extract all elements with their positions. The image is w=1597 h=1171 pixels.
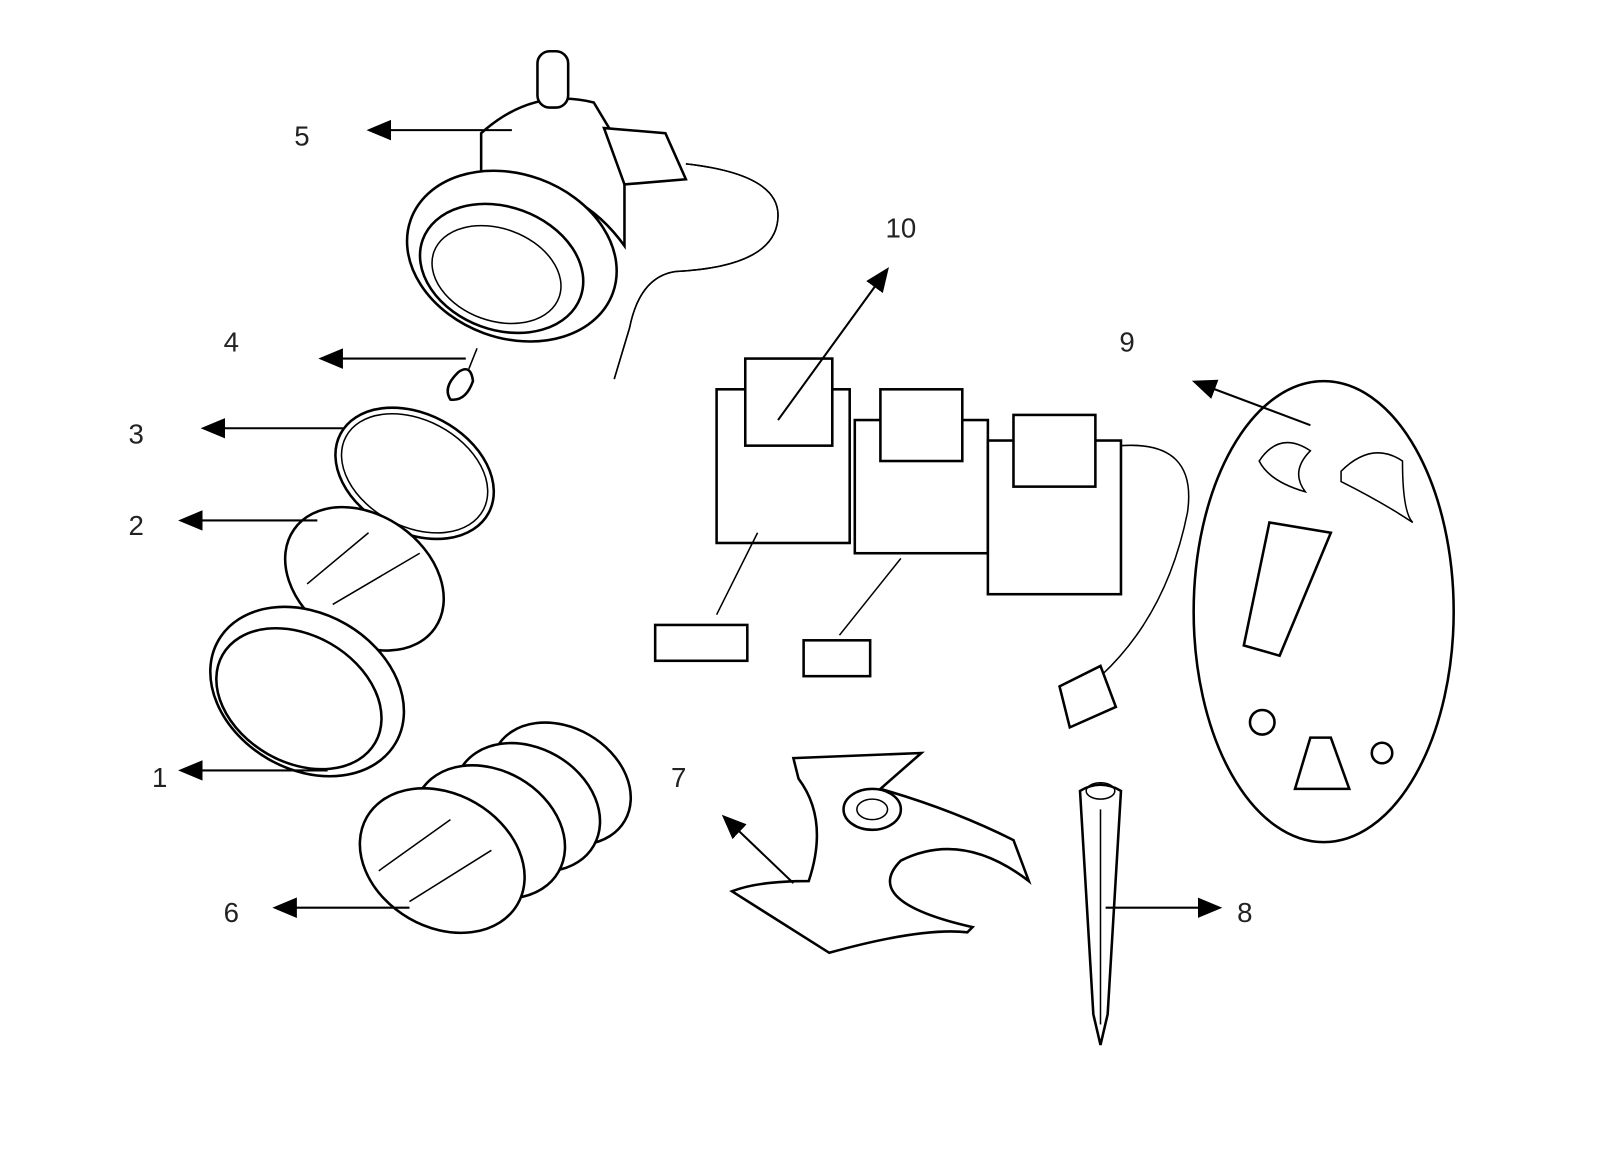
- base-plate: [729, 751, 1032, 955]
- ground-stake: [1078, 781, 1123, 1046]
- label-3: 3: [128, 419, 143, 450]
- label-9: 9: [1119, 326, 1134, 357]
- arrow-7: [721, 814, 795, 884]
- transformers: [653, 357, 1190, 730]
- label-4: 4: [224, 326, 239, 357]
- accessories-kit: [1192, 379, 1455, 844]
- label-5: 5: [294, 120, 309, 151]
- arrow-9: [1191, 379, 1311, 427]
- label-6: 6: [224, 897, 239, 928]
- label-7: 7: [671, 762, 686, 793]
- label-1: 1: [152, 762, 167, 793]
- label-8: 8: [1237, 897, 1252, 928]
- label-10: 10: [886, 213, 917, 244]
- front-ring: [209, 605, 406, 778]
- lamp-housing: [405, 49, 779, 380]
- bulb: [446, 348, 478, 401]
- arrow-10: [777, 267, 889, 421]
- label-2: 2: [128, 510, 143, 541]
- color-filters: [358, 721, 633, 935]
